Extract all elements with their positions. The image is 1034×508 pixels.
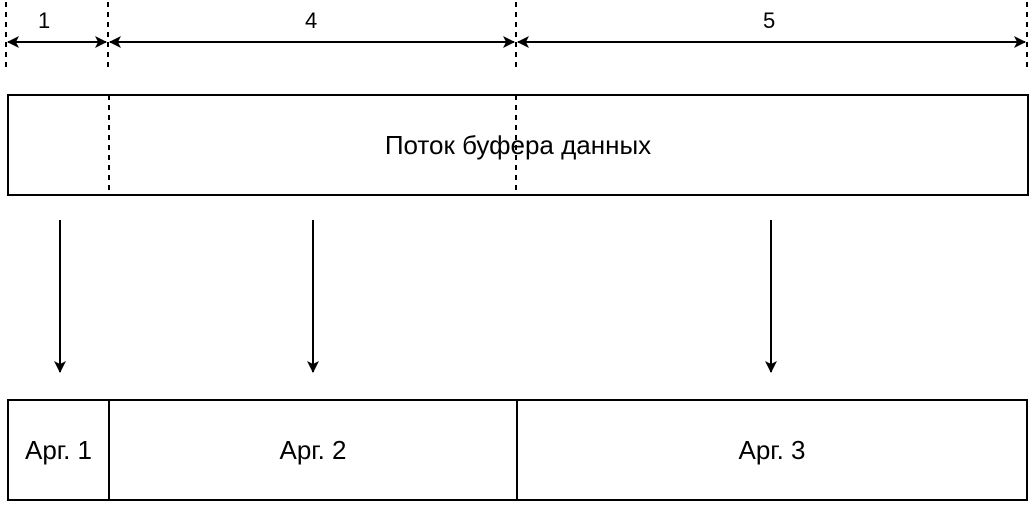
arg-box-1: [7, 399, 110, 501]
arg-label-1: Арг. 1: [24, 434, 93, 465]
arg-label-2: Арг. 2: [279, 434, 347, 465]
buffer-label: Поток буфера данных: [384, 129, 652, 160]
arg-box-2: [108, 399, 518, 501]
arg-box-3: [516, 399, 1028, 501]
buffer-box: [7, 94, 1029, 196]
dim-label-1: 1: [38, 8, 51, 33]
dim-label-4: 4: [305, 8, 318, 33]
dim-label-5: 5: [763, 8, 776, 33]
arg-label-3: Арг. 3: [738, 434, 806, 465]
